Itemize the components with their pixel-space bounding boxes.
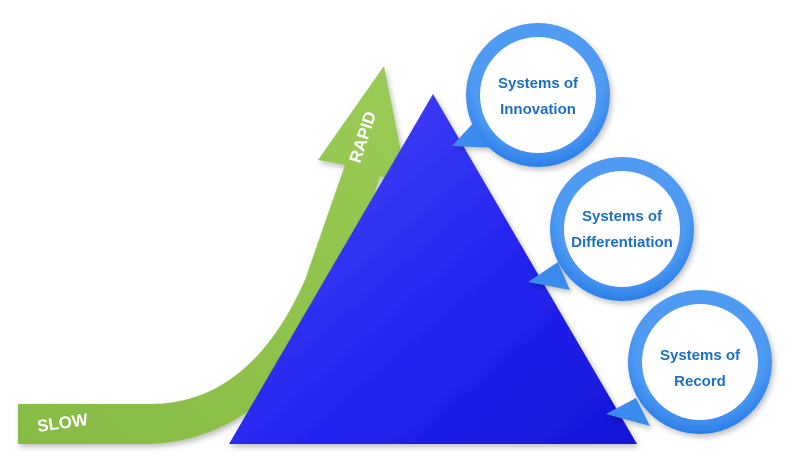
bubble-label-line2: Record bbox=[674, 373, 726, 390]
bubble-inner bbox=[480, 37, 596, 153]
bubble-label-line2: Innovation bbox=[500, 101, 576, 118]
bubble-label-line1: Systems of bbox=[582, 208, 663, 225]
pyramid-shape bbox=[229, 94, 637, 444]
bubble-pointer bbox=[606, 398, 650, 426]
bubble-label-line2: Differentiation bbox=[571, 234, 673, 251]
bubble-systems-of-differentiation: Systems of Differentiation bbox=[528, 157, 694, 301]
bubble-systems-of-record: Systems of Record bbox=[606, 290, 772, 434]
bubble-inner bbox=[564, 171, 680, 287]
bubble-inner bbox=[642, 304, 758, 420]
bubble-label-line1: Systems of bbox=[498, 75, 579, 92]
bubble-label-line1: Systems of bbox=[660, 347, 741, 364]
bubble-systems-of-innovation: Systems of Innovation bbox=[452, 23, 610, 167]
arrow-body bbox=[18, 66, 408, 444]
bubble-pointer bbox=[528, 262, 570, 290]
pyramid bbox=[229, 94, 637, 444]
